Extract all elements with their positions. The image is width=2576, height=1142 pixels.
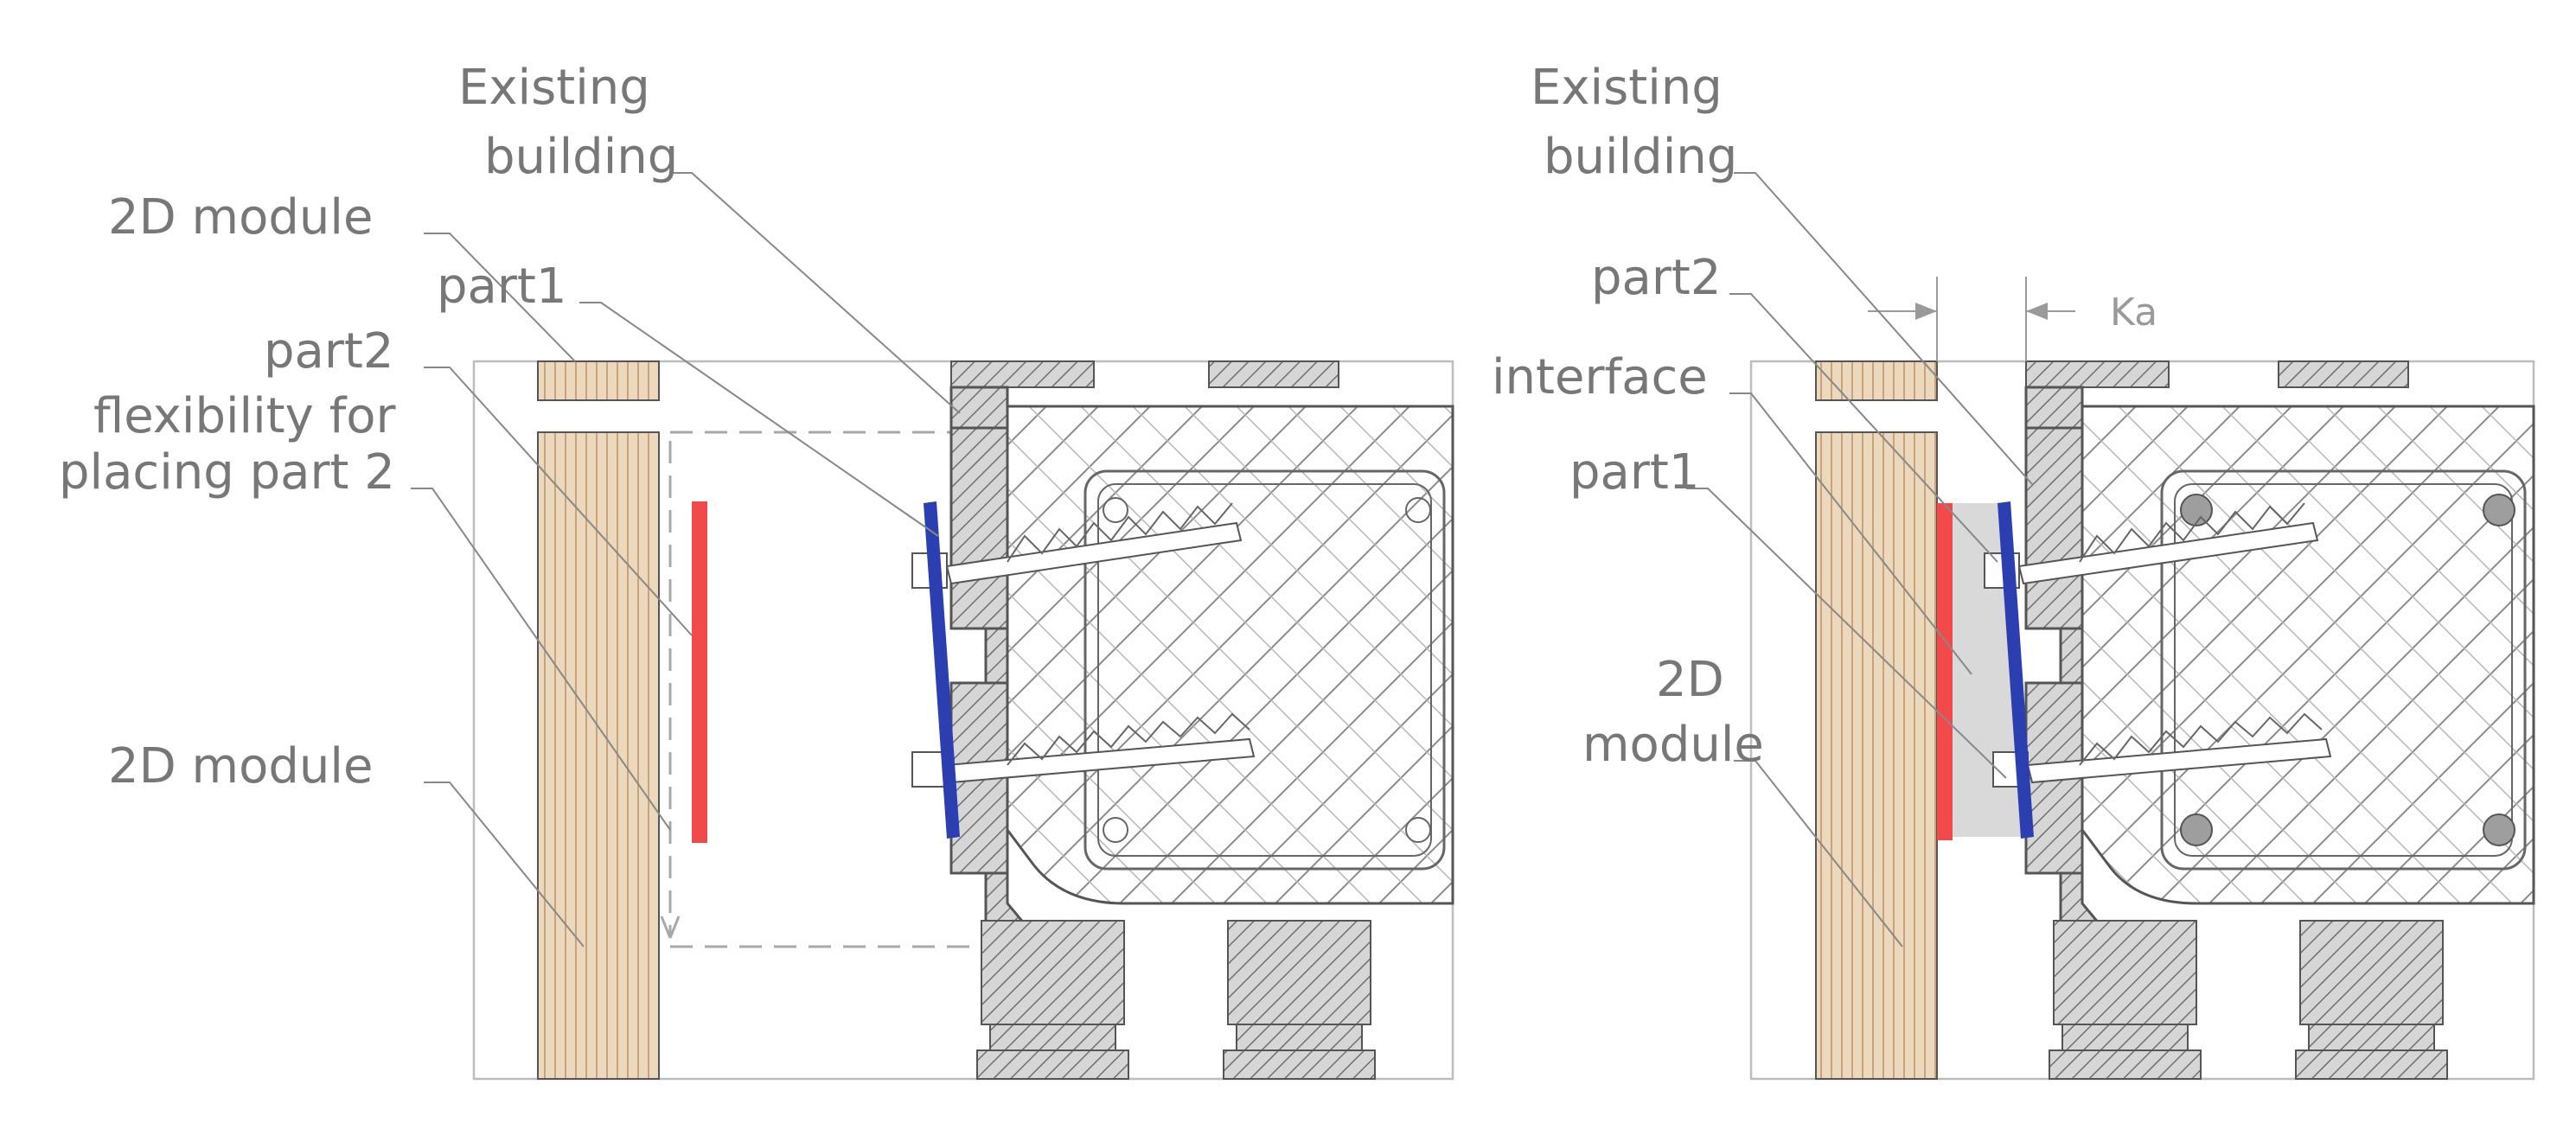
- left-existing-building-label-2: building: [484, 129, 678, 185]
- right-existing-building-label-2: building: [1544, 129, 1737, 185]
- right-2d-module-wall: [1815, 431, 1938, 1080]
- right-part1-plate: [1998, 501, 2034, 839]
- right-existing-building: [1984, 360, 2535, 1080]
- right-leader-lines: [1686, 172, 2033, 947]
- flexibility-label-1: flexibility for: [93, 388, 397, 444]
- left-2d-module: [537, 360, 660, 1080]
- left-2d-module-top-block: [537, 360, 660, 401]
- right-2d-module-top-block: [1815, 360, 1938, 401]
- left-existing-building-label-1: Existing: [458, 60, 650, 116]
- right-part1-label: part1: [1569, 444, 1699, 501]
- dimension-ka-label: Ka: [2110, 290, 2157, 335]
- right-existing-building-label-1: Existing: [1531, 60, 1723, 116]
- dimension-ka: [1868, 277, 2075, 361]
- right-2d-module-label-2: module: [1582, 717, 1764, 773]
- right-2d-module: [1815, 360, 1938, 1080]
- left-part2-label: part2: [264, 323, 393, 380]
- interface-label: interface: [1492, 349, 1708, 405]
- right-2d-module-label-1: 2D: [1656, 652, 1724, 708]
- left-2d-module-wall: [537, 431, 660, 1080]
- right-part2-label: part2: [1591, 250, 1721, 306]
- right-panel: Ka Existing building part2 interface par…: [1492, 60, 2535, 1081]
- left-2d-module-bottom-label: 2D module: [108, 738, 373, 794]
- left-panel: Existing building 2D module part1 part2 …: [59, 60, 1454, 1081]
- flexibility-label-2: placing part 2: [59, 444, 395, 501]
- left-existing-building: [911, 360, 1454, 1080]
- right-part2-plate: [1937, 503, 1953, 840]
- left-part1-plate: [924, 501, 960, 839]
- left-part2-plate: [692, 501, 707, 843]
- left-2d-module-top-label: 2D module: [108, 189, 373, 246]
- left-leader-lines: [411, 172, 961, 947]
- left-part1-label: part1: [437, 258, 566, 315]
